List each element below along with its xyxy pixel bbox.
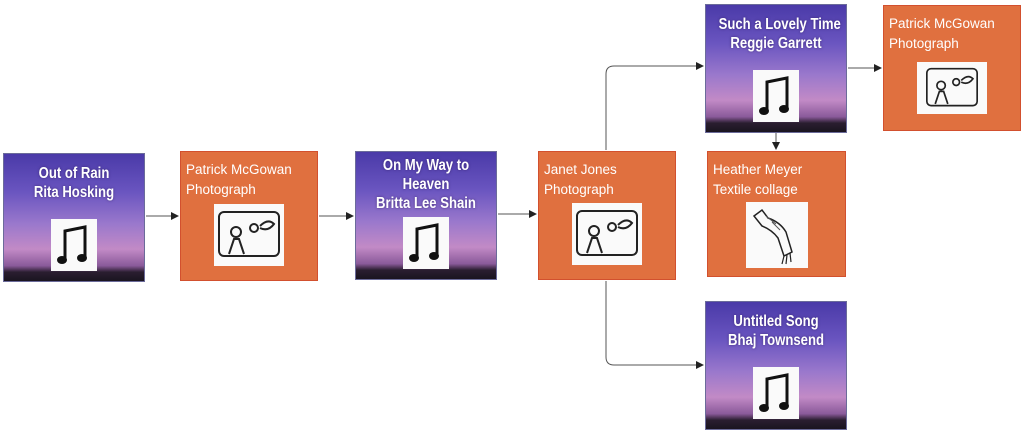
art-author: Heather Meyer [713, 162, 803, 177]
music-note-icon [753, 70, 799, 122]
music-note-icon [403, 217, 449, 269]
art-medium: Textile collage [713, 182, 798, 197]
photograph-sketch-icon [572, 203, 642, 265]
photograph-sketch-icon [214, 204, 284, 266]
arrow-photo2-song4 [605, 281, 704, 369]
art-author: Janet Jones [544, 162, 617, 177]
song-title: On My Way to [382, 157, 470, 174]
scarf-sketch-icon [745, 202, 808, 268]
music-note-icon [51, 219, 97, 271]
photograph-sketch-icon [917, 62, 987, 114]
song-artist: Britta Lee Shain [376, 195, 476, 212]
song-artist: Reggie Garrett [730, 35, 822, 52]
song-title: Untitled Song [733, 313, 819, 330]
art-medium: Photograph [889, 36, 959, 51]
arrow-photo2-song3 [605, 62, 704, 150]
art-author: Patrick McGowan [186, 162, 292, 177]
art-author: Patrick McGowan [889, 16, 995, 31]
song-title: Out of Rain [38, 165, 110, 182]
art-medium: Photograph [186, 182, 256, 197]
song-title-line2: Heaven [402, 176, 450, 193]
song-artist: Rita Hosking [33, 184, 115, 201]
art-medium: Photograph [544, 182, 614, 197]
song-title: Such a Lovely Time [718, 16, 841, 33]
music-note-icon [753, 367, 799, 419]
song-artist: Bhaj Townsend [728, 332, 824, 349]
